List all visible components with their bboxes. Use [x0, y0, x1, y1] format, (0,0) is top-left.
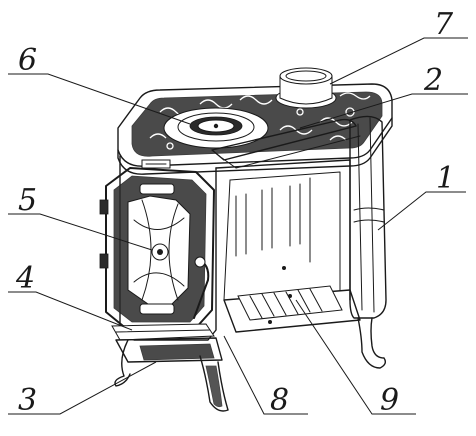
callout-5: 5: [18, 183, 37, 218]
callout-3: 3: [18, 383, 37, 418]
front-door: [99, 167, 215, 331]
callout-1: 1: [436, 161, 455, 196]
callout-9: 9: [380, 383, 399, 418]
side-panel: [349, 115, 387, 319]
rear-bracket: [211, 118, 361, 169]
callout-6: 6: [18, 43, 37, 78]
callout-8: 8: [270, 383, 289, 418]
callout-4: 4: [15, 261, 35, 296]
leader-lines: [8, 37, 468, 415]
callout-7: 7: [434, 7, 454, 42]
grate: [237, 266, 343, 324]
ash-pan: [111, 323, 215, 341]
hotplate-rings: [163, 107, 269, 149]
base-legs: [114, 317, 387, 412]
flue-collar: [275, 67, 337, 109]
callout-numbers: 7 6 2 1 5 4 3 8 9: [15, 7, 455, 418]
callout-2: 2: [423, 63, 443, 98]
